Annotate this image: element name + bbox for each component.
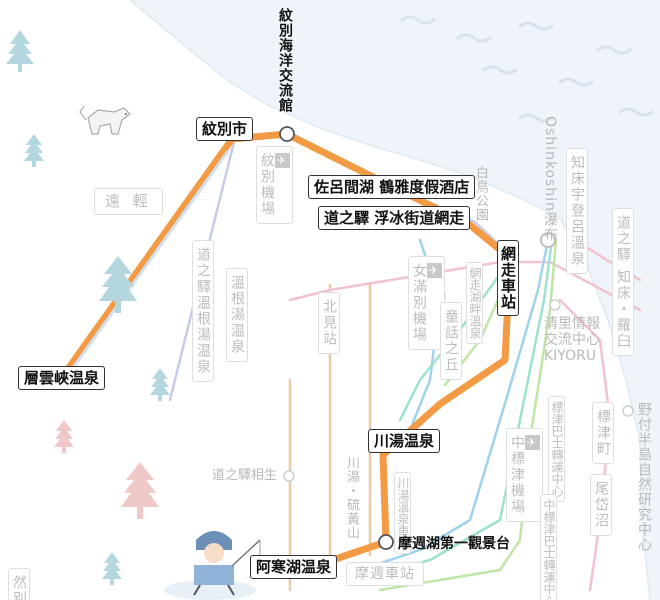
engaru-label: 遠 輕: [94, 188, 163, 215]
nakashibetsu-airport-label: ✈中標津機場: [506, 428, 543, 522]
station-mombetsu-marine: [279, 126, 295, 142]
mashu-station-label: 摩週車站: [346, 562, 424, 586]
kitami-station-label: 北見站: [318, 292, 340, 354]
shibetsu-bus-label: 標津巴士轉運中心: [548, 396, 565, 502]
utoro-label: 知床宇登呂溫泉: [566, 148, 588, 274]
sea-area: [130, 0, 660, 600]
nakashibetsu-bus-label: 中標津巴士轉運中心: [540, 494, 557, 600]
mombetsu-marine-label: 紋別海洋交流館: [277, 8, 293, 113]
michinoeki-onneyu-label: 道之驛溫根湯温泉: [192, 240, 214, 382]
airplane-icon: ✈: [427, 263, 442, 278]
kawayu-station-label: 川湯溫泉車站: [394, 472, 411, 554]
pine-tree-icon: [6, 30, 170, 585]
station-abashiri: [540, 232, 556, 248]
oshinkoshin-label: Oshinkoshin瀑布: [542, 116, 558, 243]
kawayu-io-label: 川湯・硫黃山: [344, 456, 359, 540]
line-blue: [358, 238, 550, 572]
kawayu-label: 川湯温泉: [368, 429, 441, 453]
partial-left-label: 然別: [8, 568, 30, 600]
pine-tree-icon: [54, 420, 159, 519]
sounkyo-label: 層雲峽温泉: [18, 366, 106, 390]
shibetsu-town-label: 標津町: [592, 402, 614, 464]
station-masyuko: [378, 534, 394, 550]
abashiri-lake-onsen-label: 網走湖畔溫泉: [466, 262, 483, 344]
route-shadow-blue: [58, 150, 230, 387]
ice-fisher-illustration: [164, 531, 261, 600]
mombetsu-city-label: 紋別市: [196, 117, 254, 141]
dowa-hill-label: 童話之丘: [440, 302, 462, 380]
airplane-icon: ✈: [525, 435, 540, 450]
fox-illustration: [79, 105, 131, 135]
michinoeki-aioi-label: 道之驛相生: [212, 468, 278, 483]
memanbetsu-airport-label: ✈女滿別機場: [408, 256, 445, 350]
notsuke-label: 野付半島自然研究中心: [636, 402, 652, 552]
onneyu-label: 溫根湯温泉: [226, 268, 248, 362]
shiretoko-rausu-label: 道之驛 知床・羅臼: [612, 208, 634, 357]
sea-waves: [400, 15, 654, 123]
abashiri-station-label: 網走車站: [497, 240, 519, 316]
airplane-icon: ✈: [275, 153, 290, 168]
shirotori-label: 白鳥公園: [473, 166, 488, 222]
mombetsu-airport-label: ✈紋別機場: [256, 146, 293, 224]
akanko-label: 阿寒湖温泉: [250, 555, 338, 579]
odaito-label: 尾岱沼: [590, 474, 612, 536]
masyuko-observatory-label: 摩週湖第一觀景台: [398, 536, 510, 552]
michinoeki-ryuhyo-label: 道之驛 浮冰街道網走: [318, 206, 471, 230]
saroma-label: 佐呂間湖 鶴雅度假酒店: [308, 175, 476, 199]
kiyoru-label: 清里情報交流中心 KIYORU: [544, 316, 600, 364]
